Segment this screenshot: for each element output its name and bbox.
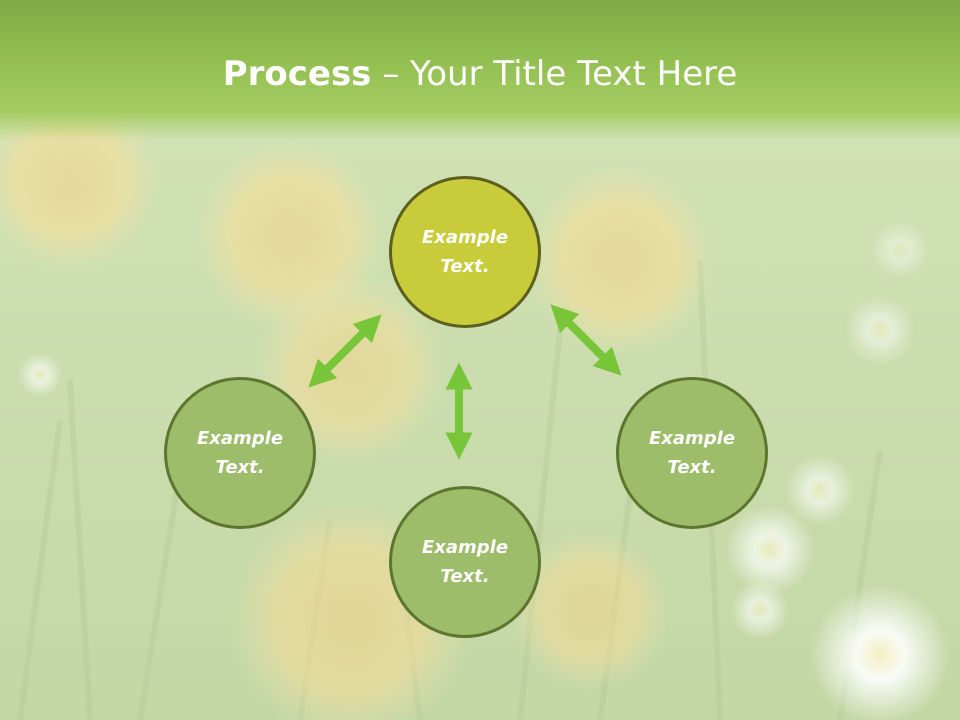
node-left-line1: Example [196,428,284,449]
node-bottom-line1: Example [421,537,509,558]
node-left-line2: Text. [215,457,265,478]
node-bottom-line2: Text. [440,566,490,587]
title-bold: Process [222,54,372,94]
arrow-top-left [308,314,382,388]
node-right-line1: Example [648,428,736,449]
node-top-line1: Example [421,227,509,248]
node-top-line2: Text. [440,256,490,277]
arrow-top-right [550,304,622,376]
node-right-line2: Text. [667,457,717,478]
title-band [0,0,960,140]
title-rest: – Your Title Text Here [371,54,738,94]
slide-title: Process – Your Title Text Here [0,52,960,96]
